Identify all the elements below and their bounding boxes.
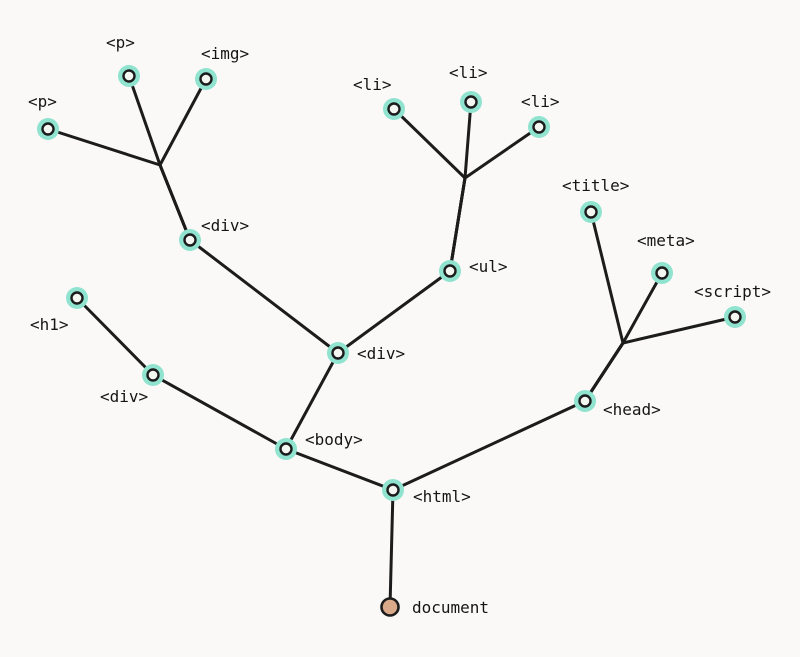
- edge-div-left-h1: [75, 296, 155, 377]
- node-label-li-1: <li>: [353, 75, 392, 94]
- node-label-img: <img>: [201, 44, 249, 63]
- node-label-title: <title>: [562, 176, 629, 195]
- labels-layer: document <html> <body> <head> <div> <h1> <div>…: [28, 33, 771, 617]
- node-marker: [464, 95, 478, 109]
- nodes-layer: [37, 65, 746, 617]
- node-marker: [386, 483, 400, 497]
- node-h1: [66, 287, 88, 309]
- node-meta: [651, 262, 673, 284]
- node-img: [195, 68, 217, 90]
- node-label-li-2: <li>: [449, 63, 488, 82]
- node-marker: [584, 205, 598, 219]
- node-marker: [532, 120, 546, 134]
- node-label-li-3: <li>: [521, 92, 560, 111]
- edges-layer: [46, 74, 737, 609]
- node-marker: [578, 394, 592, 408]
- node-marker: [146, 368, 160, 382]
- node-head: [574, 390, 596, 412]
- root-node-marker: [380, 597, 400, 617]
- edge-html-head: [391, 399, 587, 492]
- edge-body-div-left: [151, 373, 288, 451]
- node-marker: [199, 72, 213, 86]
- node-label-head: <head>: [603, 400, 661, 419]
- node-li-1: [383, 98, 405, 120]
- node-marker: [70, 291, 84, 305]
- edge-document-html: [388, 488, 395, 609]
- node-div-left: [142, 364, 164, 386]
- node-label-div-mid: <div>: [357, 344, 405, 363]
- node-marker: [183, 233, 197, 247]
- node-marker: [443, 264, 457, 278]
- node-label-html: <html>: [413, 487, 471, 506]
- node-document: [380, 597, 400, 617]
- node-marker: [655, 266, 669, 280]
- node-label-document: document: [412, 598, 489, 617]
- edge-ul-li-3: [448, 125, 541, 273]
- node-marker: [122, 69, 136, 83]
- node-p-left: [37, 118, 59, 140]
- node-label-p-left: <p>: [28, 92, 57, 111]
- node-label-script: <script>: [694, 282, 771, 301]
- node-title: [580, 201, 602, 223]
- node-marker: [728, 310, 742, 324]
- node-body: [275, 438, 297, 460]
- node-li-3: [528, 116, 550, 138]
- node-html: [382, 479, 404, 501]
- node-div-mid: [327, 342, 349, 364]
- edge-head-script: [583, 315, 737, 403]
- node-label-h1: <h1>: [30, 315, 69, 334]
- node-label-ul: <ul>: [469, 257, 508, 276]
- node-label-div-left: <div>: [100, 387, 148, 406]
- node-li-2: [460, 91, 482, 113]
- node-p-top: [118, 65, 140, 87]
- edge-body-div-mid: [284, 351, 340, 451]
- node-label-div-top: <div>: [201, 216, 249, 235]
- node-div-top: [179, 229, 201, 251]
- node-label-body: <body>: [305, 430, 363, 449]
- edge-div-top-img: [158, 77, 208, 242]
- node-ul: [439, 260, 461, 282]
- node-marker: [41, 122, 55, 136]
- node-marker: [387, 102, 401, 116]
- edge-div-mid-div-top: [188, 238, 340, 355]
- edge-html-body: [284, 447, 395, 492]
- node-label-meta: <meta>: [637, 231, 695, 250]
- node-marker: [279, 442, 293, 456]
- edge-div-mid-ul: [336, 269, 452, 355]
- node-marker: [331, 346, 345, 360]
- node-script: [724, 306, 746, 328]
- node-label-p-top: <p>: [106, 33, 135, 52]
